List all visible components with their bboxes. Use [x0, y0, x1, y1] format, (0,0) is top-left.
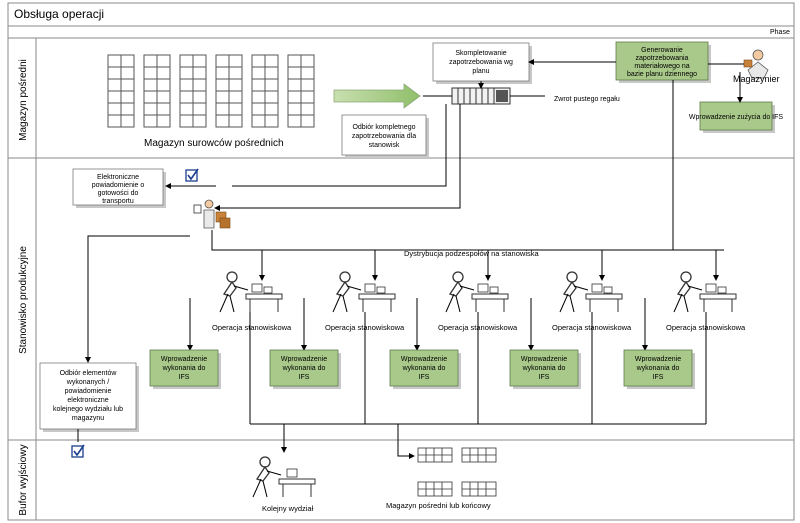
powiadomienie-line2: powiadomienie o: [92, 182, 145, 189]
powiadomienie-box: [72, 168, 164, 206]
phase-label: Phase: [770, 29, 790, 36]
wprowadzenie-line: Wprowadzenie: [635, 356, 681, 363]
conveyor-rack-icon: [451, 87, 511, 105]
diagram-frame: [7, 2, 795, 521]
skompletowanie-line1: Skompletowanie: [455, 50, 506, 57]
generowanie-line2: zapotrzebowania: [636, 55, 689, 62]
wprowadzenie-zuzycia-box: [699, 101, 773, 131]
odbior-elementow-line: kolejnego wydziału lub: [53, 406, 123, 413]
odbior-elementow-line: wykonanych /: [66, 379, 109, 386]
wprowadzenie-line: Wprowadzenie: [161, 356, 207, 363]
wprowadzenie-line: Wprowadzenie: [521, 356, 567, 363]
wprowadzenie-line: IFS: [539, 374, 550, 381]
workstation-icon: [219, 271, 283, 313]
wprowadzenie-line: wykonania do: [162, 365, 206, 372]
magazyn-koncowy-label: Magazyn pośredni lub końcowy: [386, 501, 491, 510]
wprowadzenie-line: IFS: [419, 374, 430, 381]
generowanie-line3: materiałowego na: [634, 63, 689, 70]
generowanie-box: [615, 41, 709, 81]
odbior-kompletnego-line3: stanowisk: [369, 142, 400, 149]
wprowadzenie-line: wykonania do: [636, 365, 680, 372]
lane-stanowisko-produkcyjne: Stanowisko produkcyjne: [18, 246, 29, 354]
generowanie-line1: Generowanie: [641, 47, 683, 54]
dystrybucja-label: Dystrybucja podzespołów na stanowiska: [404, 249, 539, 258]
wprowadzenie-zuzycia-label: Wprowadzenie zużycia do IFS: [689, 114, 783, 121]
skompletowanie-line2: zapotrzebowania wg: [449, 59, 513, 66]
odbior-elementow-line: elektroniczne: [67, 397, 108, 404]
odbior-kompletnego-box: [341, 114, 427, 156]
wprowadzenie-wykonania-box: Wprowadzenie wykonania do IFS: [149, 349, 221, 389]
odbior-kompletnego-line2: zapotrzebowania dla: [352, 133, 416, 140]
skompletowanie-box: [432, 42, 530, 82]
warehouse-racks-icon: [107, 54, 315, 128]
wprowadzenie-line: IFS: [179, 374, 190, 381]
odbior-elementow-line: powiadomienie: [65, 388, 112, 395]
generowanie-line4: bazie planu dziennego: [627, 71, 697, 78]
magazyn-surowcow-label: Magazyn surowców pośrednich: [144, 138, 284, 149]
powiadomienie-line4: transportu: [102, 198, 134, 205]
operacja-label: Operacja stanowiskowa: [212, 323, 292, 332]
wprowadzenie-line: wykonania do: [402, 365, 446, 372]
odbior-elementow-line: magazynu: [72, 415, 104, 422]
wprowadzenie-line: wykonania do: [282, 365, 326, 372]
wprowadzenie-line: wykonania do: [522, 365, 566, 372]
zwrot-label: Zwrot pustego regału: [554, 96, 620, 103]
powiadomienie-line3: gotowości do: [98, 190, 139, 197]
worker-distribution-icon: [193, 199, 231, 229]
odbior-elementow-line: Odbiór elementów: [60, 370, 118, 377]
checkbox-checked-icon: [185, 168, 199, 182]
kolejny-wydzial-worker-icon: [252, 456, 316, 498]
wprowadzenie-line: Wprowadzenie: [401, 356, 447, 363]
wprowadzenie-wykonania-box: Wprowadzenie wykonania do IFS: [623, 349, 695, 389]
flow-arrow-icon: [333, 83, 421, 109]
wprowadzenie-wykonania-box: Wprowadzenie wykonania do IFS: [269, 349, 341, 389]
magazynier-label: Magazynier: [733, 74, 780, 84]
lane-magazyn-posredni: Magazyn pośredni: [18, 59, 29, 141]
magazynier-person-icon: [743, 49, 769, 79]
wprowadzenie-line: Wprowadzenie: [281, 356, 327, 363]
wprowadzenie-line: IFS: [299, 374, 310, 381]
odbior-kompletnego-line1: Odbiór kompletnego: [352, 124, 415, 131]
kolejny-wydzial-label: Kolejny wydział: [262, 504, 314, 513]
diagram-title: Obsługa operacji: [14, 7, 104, 21]
wprowadzenie-wykonania-box: Wprowadzenie wykonania do IFS: [389, 349, 461, 389]
pallets-icon: [417, 447, 497, 497]
powiadomienie-line1: Elektroniczne: [97, 174, 139, 181]
wprowadzenie-line: IFS: [653, 374, 664, 381]
lane-bufor-wyjsciowy: Bufor wyjściowy: [18, 444, 29, 515]
skompletowanie-line3: planu: [472, 68, 489, 75]
wprowadzenie-wykonania-box: Wprowadzenie wykonania do IFS: [509, 349, 581, 389]
odbior-elementow-box: [39, 362, 137, 430]
checkbox-checked-icon: [71, 444, 85, 458]
